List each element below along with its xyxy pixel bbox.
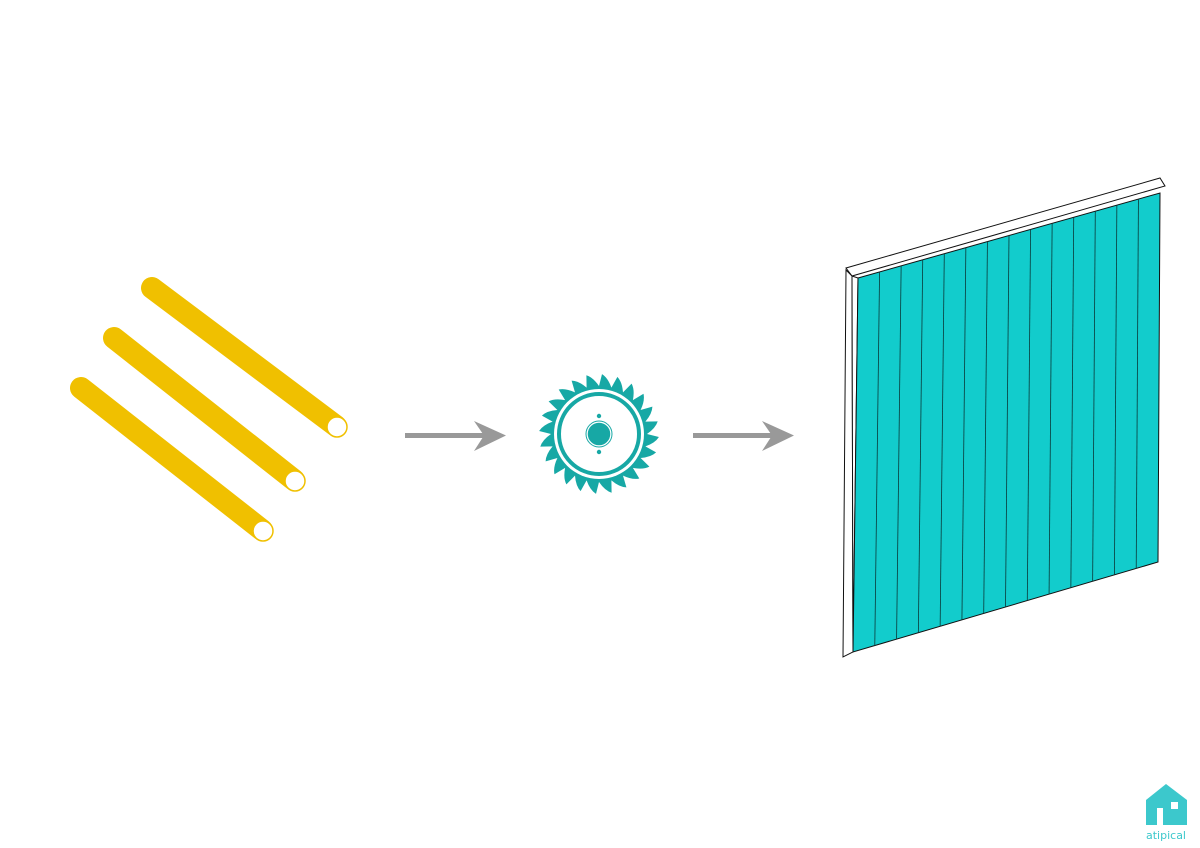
panel-slat-line	[1070, 217, 1075, 588]
panel-slat-line	[1135, 199, 1139, 569]
panel-slat-line	[983, 241, 988, 614]
log	[103, 327, 306, 492]
circular-saw-icon	[539, 374, 659, 494]
panel-slat-line	[874, 271, 880, 646]
atipical-logo: atipical	[1146, 784, 1187, 842]
panel-slat-line	[1114, 205, 1118, 575]
logs-icon	[70, 277, 348, 542]
panel-slat-line	[961, 247, 967, 620]
panel-slat-line	[939, 253, 945, 627]
arrow-right-icon	[693, 421, 794, 451]
arrow-right-icon	[405, 421, 506, 451]
panel-slat-line	[1092, 211, 1096, 582]
panel-slat-line	[1026, 229, 1031, 601]
wood-panel-icon	[842, 177, 1166, 658]
log	[70, 377, 274, 542]
panel-slat-line	[1005, 235, 1010, 608]
panel-slat-line	[1048, 223, 1053, 595]
logo-text: atipical	[1146, 829, 1186, 842]
log	[141, 277, 348, 438]
panel-slat-line	[896, 265, 902, 640]
panel-slat-line	[917, 259, 924, 633]
